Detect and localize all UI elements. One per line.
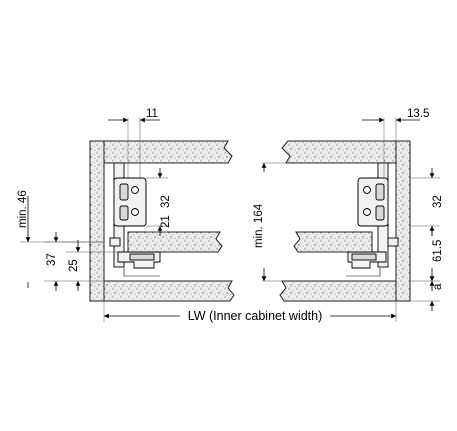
left-drawer-bottom bbox=[127, 231, 223, 253]
dim-32-right: 32 bbox=[432, 195, 444, 208]
dim-61-5: 61.5 bbox=[432, 240, 444, 262]
right-bottom-board bbox=[279, 280, 397, 302]
left-cabinet-section: 11 32 21 min. 46 37 25 bbox=[17, 108, 235, 302]
right-side-wall bbox=[395, 140, 411, 302]
right-cabinet-section: 13.5 min. 164 32 61.5 a bbox=[253, 108, 444, 311]
inner-width-dimension: LW (Inner cabinet width) bbox=[103, 301, 397, 323]
dim-37: 37 bbox=[46, 253, 58, 266]
dim-11: 11 bbox=[146, 108, 158, 120]
inner-width-label: LW (Inner cabinet width) bbox=[188, 309, 323, 323]
left-runner bbox=[109, 237, 161, 277]
dim-32-left: 32 bbox=[160, 195, 172, 208]
left-bottom-board bbox=[103, 280, 235, 302]
dim-min-164: min. 164 bbox=[253, 203, 265, 248]
left-top-board bbox=[90, 140, 233, 164]
dim-a: a bbox=[432, 283, 444, 290]
right-runner bbox=[346, 237, 399, 277]
right-hinge bbox=[357, 177, 389, 227]
dim-min-46: min. 46 bbox=[17, 190, 29, 228]
left-side-wall bbox=[89, 140, 105, 302]
dim-13-5: 13.5 bbox=[407, 108, 429, 120]
right-top-board bbox=[281, 140, 411, 164]
dim-25: 25 bbox=[68, 259, 80, 272]
dim-21: 21 bbox=[160, 215, 172, 228]
left-hinge bbox=[113, 177, 147, 227]
right-drawer-bottom bbox=[293, 231, 373, 253]
